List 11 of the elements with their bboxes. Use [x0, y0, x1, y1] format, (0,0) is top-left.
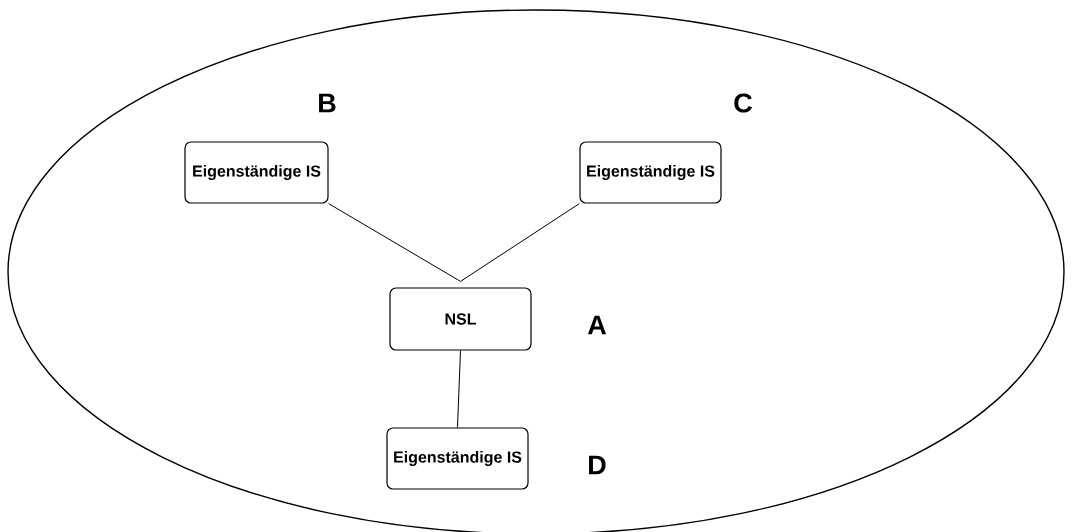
- letter-label: B: [319, 93, 336, 113]
- letter-label: D: [589, 455, 606, 475]
- letter-label: A: [587, 315, 607, 335]
- connector-line: [328, 203, 461, 282]
- process-box: Eigenständige IS: [184, 141, 329, 204]
- process-box: NSL: [389, 287, 532, 351]
- connector-line: [460, 203, 580, 282]
- connector-line: [457, 350, 461, 428]
- process-box: Eigenständige IS: [579, 141, 722, 204]
- letter-label: C: [734, 93, 752, 113]
- process-box: Eigenständige IS: [386, 427, 529, 490]
